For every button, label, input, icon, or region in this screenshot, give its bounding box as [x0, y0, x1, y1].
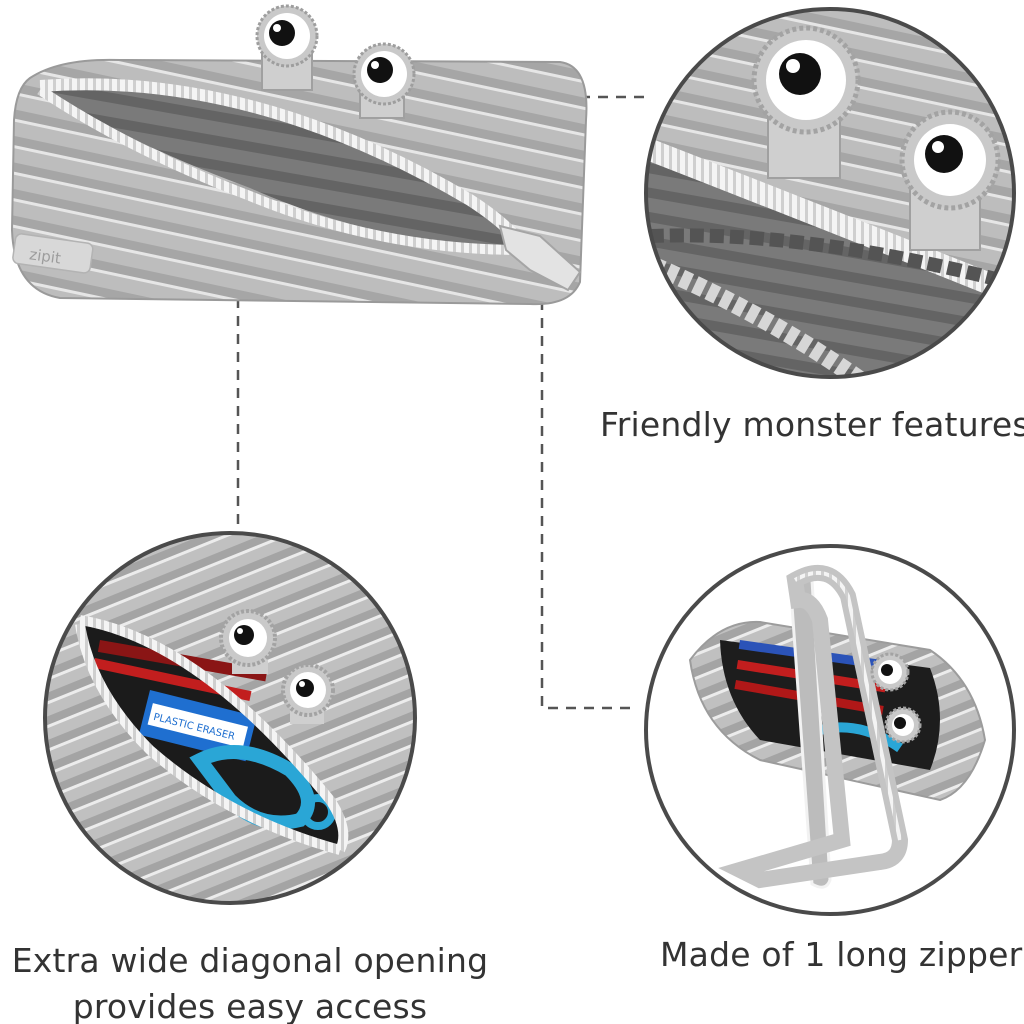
- zoom-circle-monster-features: [644, 7, 1016, 379]
- eye-right: [352, 42, 416, 119]
- eye-left: [255, 4, 319, 91]
- caption-wide-opening-line1: Extra wide diagonal opening: [11, 941, 489, 980]
- caption-wide-opening: Extra wide diagonal opening provides eas…: [10, 938, 490, 1024]
- caption-wide-opening-line2: provides easy access: [72, 987, 428, 1024]
- main-pouch: zipit: [10, 4, 588, 306]
- connector-lines: [236, 95, 652, 710]
- caption-monster-features: Friendly monster features: [600, 405, 1024, 444]
- brand-tag: [12, 233, 94, 274]
- connector-zipper: [540, 300, 636, 710]
- zoom-circle-long-zipper: [644, 544, 1016, 916]
- caption-long-zipper: Made of 1 long zipper: [660, 935, 1023, 974]
- zoom-circle-wide-opening: PLASTIC ERASER: [43, 531, 417, 905]
- brand-tag-label: zipit: [28, 245, 62, 267]
